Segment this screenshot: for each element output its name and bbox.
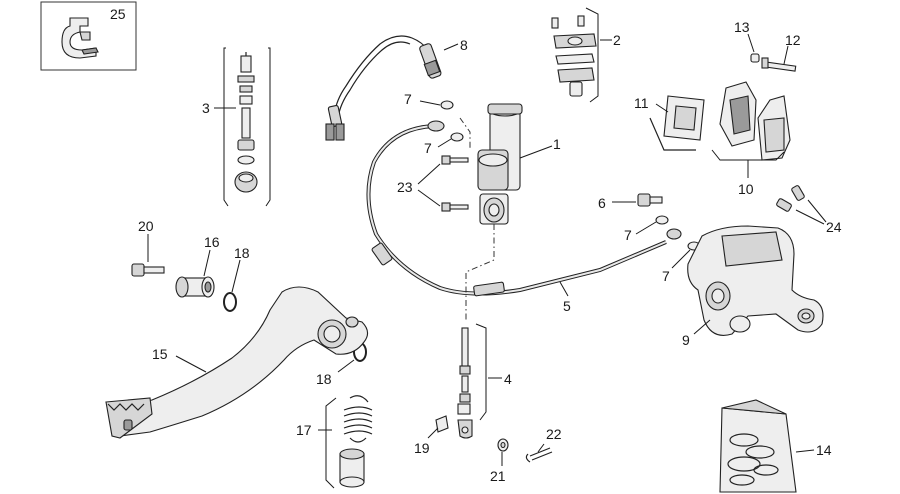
assembly-axis-lines xyxy=(459,117,495,320)
part-14-seal-kit-bag: 14 xyxy=(719,399,832,493)
part-20-pivot-bolt: 20 xyxy=(131,218,165,277)
callout-7-caliper-left: 7 xyxy=(624,227,632,243)
callout-10: 10 xyxy=(738,181,754,197)
callout-7-middle: 7 xyxy=(424,140,432,156)
part-19-clevis-pin: 19 xyxy=(414,415,449,456)
part-8-brake-switch: 8 xyxy=(325,35,468,141)
part-5-brake-hose: 5 xyxy=(366,120,682,314)
washer-7-upper: 7 xyxy=(404,91,454,110)
callout-2: 2 xyxy=(613,32,621,48)
hose-clip-icon xyxy=(61,17,99,59)
part-16-bushing: 16 xyxy=(175,234,220,298)
callout-6: 6 xyxy=(598,195,606,211)
callout-3: 3 xyxy=(202,100,210,116)
part-21-washer: 21 xyxy=(490,438,509,484)
part-22-cotter-pin: 22 xyxy=(525,426,562,463)
callout-22: 22 xyxy=(546,426,562,442)
callout-20: 20 xyxy=(138,218,154,234)
callout-19: 19 xyxy=(414,440,430,456)
callout-4: 4 xyxy=(504,371,512,387)
callout-14: 14 xyxy=(816,442,832,458)
washer-7-middle: 7 xyxy=(424,132,464,156)
callout-7-upper: 7 xyxy=(404,91,412,107)
callout-12: 12 xyxy=(785,32,801,48)
callout-13: 13 xyxy=(734,19,750,35)
part-12-pad-pin: 12 xyxy=(761,32,801,72)
callout-1: 1 xyxy=(553,136,561,152)
callout-15: 15 xyxy=(152,346,168,362)
callout-11: 11 xyxy=(634,95,649,111)
part-17-spring-sleeve: 17 xyxy=(296,395,373,489)
part-18-oring-upper: 18 xyxy=(223,245,250,312)
inset-box-part-25: 25 xyxy=(40,1,137,71)
part-6-banjo-bolt: 6 xyxy=(598,193,663,211)
callout-9: 9 xyxy=(682,332,690,348)
part-1-master-cylinder: 1 xyxy=(477,103,561,225)
callout-21: 21 xyxy=(490,468,506,484)
callout-18-lower: 18 xyxy=(316,371,332,387)
part-10-brake-pads: 10 xyxy=(711,81,791,197)
part-23-bolts: 23 xyxy=(397,155,469,212)
part-2-reservoir-fitting: 2 xyxy=(551,7,621,103)
callout-25: 25 xyxy=(110,6,126,22)
part-4-push-rod: 4 xyxy=(457,323,512,439)
part-15-brake-pedal: 15 xyxy=(105,286,369,439)
callout-8: 8 xyxy=(460,37,468,53)
part-3-repair-kit: 3 xyxy=(202,47,271,207)
callout-23: 23 xyxy=(397,179,413,195)
callout-18-upper: 18 xyxy=(234,245,250,261)
part-24-bleeders: 24 xyxy=(776,185,842,235)
part-13-pin-clip: 13 xyxy=(734,19,760,63)
part-11-pad-spring: 11 xyxy=(634,95,705,151)
callout-5: 5 xyxy=(563,298,571,314)
callout-24: 24 xyxy=(826,219,842,235)
washer-7-caliper-left: 7 xyxy=(624,215,669,243)
part-9-brake-caliper: 9 xyxy=(682,225,824,348)
callout-16: 16 xyxy=(204,234,220,250)
callout-7-caliper-right: 7 xyxy=(662,268,670,284)
callout-17: 17 xyxy=(296,422,312,438)
